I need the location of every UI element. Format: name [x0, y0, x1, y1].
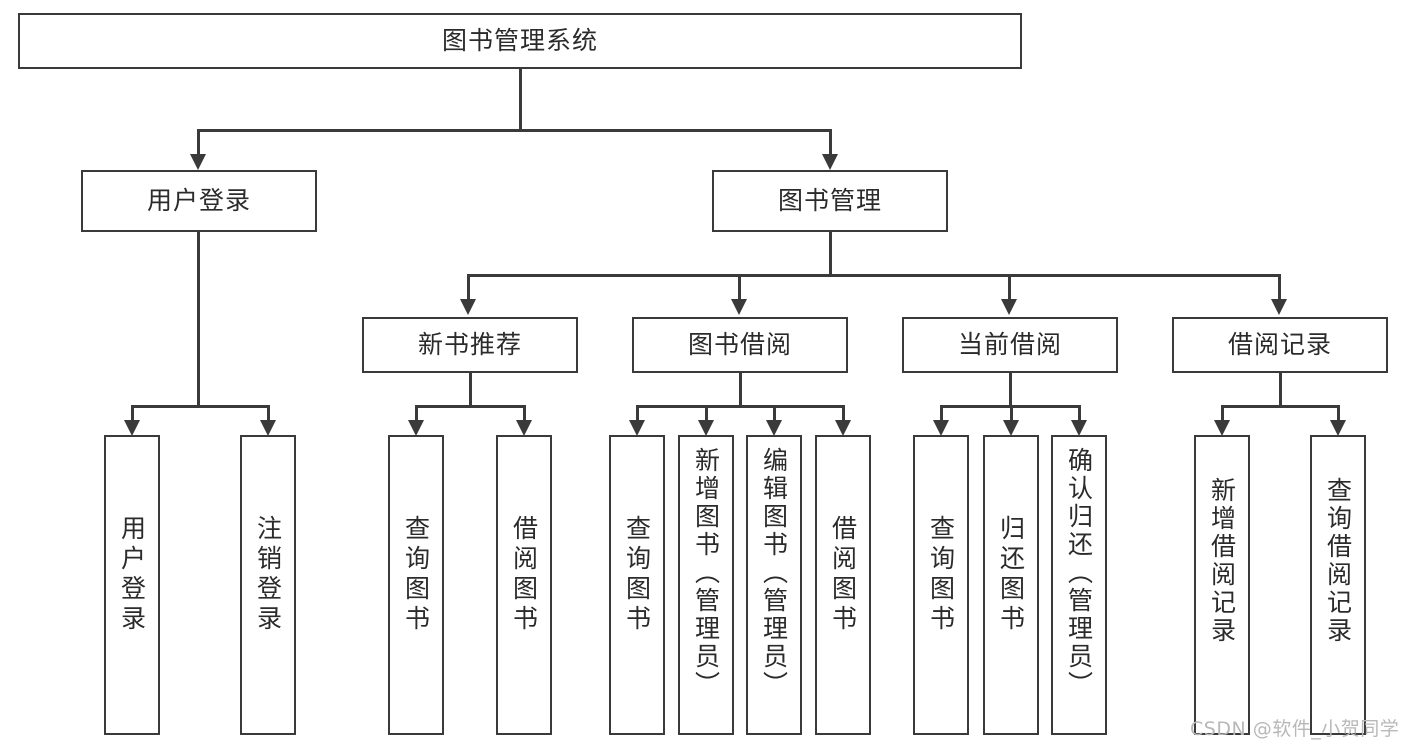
- arrow-l3-0: [460, 299, 476, 315]
- arrow-leaf-user-login-0: [124, 420, 140, 436]
- connector-bus-user-login: [131, 405, 269, 408]
- leaf-user-login-logout[interactable]: 注销登录: [240, 435, 296, 735]
- node-label: 编辑图书（管理员）: [759, 447, 789, 699]
- connector-bus-borrow-record: [1221, 405, 1339, 408]
- leaf-new-book-query[interactable]: 查询图书: [388, 435, 444, 735]
- connector-drop-leaf-user-login-1: [267, 405, 270, 431]
- arrow-cb-2: [1071, 420, 1087, 436]
- leaf-new-book-borrow[interactable]: 借阅图书: [496, 435, 552, 735]
- connector-drop-user-login: [197, 129, 200, 157]
- connector-drop-bb-2: [773, 405, 776, 431]
- connector-drop-br-1: [1337, 405, 1340, 431]
- connector-drop-bb-1: [705, 405, 708, 431]
- node-label: 借阅图书: [828, 515, 858, 635]
- leaf-current-borrow-confirm[interactable]: 确认归还（管理员）: [1051, 435, 1107, 735]
- node-user-login[interactable]: 用户登录: [81, 170, 317, 232]
- connector-root-stem: [519, 69, 522, 129]
- arrow-l3-2: [1001, 299, 1017, 315]
- node-label: 归还图书: [996, 515, 1026, 635]
- connector-bus-book-management: [467, 274, 1280, 277]
- leaf-book-borrow-query[interactable]: 查询图书: [609, 435, 665, 735]
- node-label: 当前借阅: [957, 329, 1062, 359]
- node-label: 查询图书: [926, 515, 956, 635]
- arrow-leaf-user-login-1: [260, 420, 276, 436]
- node-label: 用户登录: [117, 515, 147, 635]
- connector-stem-book-management: [829, 232, 832, 274]
- arrow-cb-1: [1003, 420, 1019, 436]
- node-label: 图书管理系统: [441, 25, 598, 55]
- csdn-watermark: CSDN @软件_小贺同学: [1190, 714, 1399, 741]
- watermark-text: CSDN @软件_小贺同学: [1190, 718, 1400, 740]
- node-label: 借阅记录: [1227, 329, 1332, 359]
- node-label: 图书借阅: [687, 329, 792, 359]
- arrow-nbr-1: [516, 420, 532, 436]
- connector-drop-cb-2: [1078, 405, 1081, 431]
- leaf-book-borrow-edit[interactable]: 编辑图书（管理员）: [746, 435, 802, 735]
- connector-drop-l3-2: [1008, 274, 1011, 302]
- leaf-borrow-record-query[interactable]: 查询借阅记录: [1310, 435, 1366, 735]
- leaf-user-login-login[interactable]: 用户登录: [104, 435, 160, 735]
- node-label: 确认归还（管理员）: [1064, 447, 1094, 699]
- connector-stem-book-borrow: [739, 373, 742, 405]
- arrow-bb-3: [835, 420, 851, 436]
- node-label: 用户登录: [146, 185, 251, 215]
- leaf-book-borrow-add[interactable]: 新增图书（管理员）: [678, 435, 734, 735]
- arrow-user-login: [190, 154, 206, 170]
- node-label: 新增借阅记录: [1207, 477, 1237, 645]
- node-label: 图书管理: [777, 185, 882, 215]
- node-book-borrow[interactable]: 图书借阅: [632, 317, 848, 373]
- connector-stem-current-borrow: [1009, 373, 1012, 405]
- connector-bus-book-borrow: [636, 405, 844, 408]
- connector-drop-cb-0: [940, 405, 943, 431]
- node-label: 借阅图书: [509, 515, 539, 635]
- node-label: 注销登录: [253, 515, 283, 635]
- connector-drop-l3-0: [467, 274, 470, 302]
- arrow-bb-2: [766, 420, 782, 436]
- arrow-nbr-0: [408, 420, 424, 436]
- connector-drop-l3-1: [738, 274, 741, 302]
- node-current-borrow[interactable]: 当前借阅: [902, 317, 1118, 373]
- leaf-borrow-record-add[interactable]: 新增借阅记录: [1194, 435, 1250, 735]
- arrow-bb-0: [629, 420, 645, 436]
- connector-stem-borrow-record: [1279, 373, 1282, 405]
- arrow-book-manage: [822, 154, 838, 170]
- leaf-current-borrow-return[interactable]: 归还图书: [983, 435, 1039, 735]
- arrow-br-0: [1214, 420, 1230, 436]
- connector-drop-br-0: [1221, 405, 1224, 431]
- connector-drop-bb-0: [636, 405, 639, 431]
- connector-drop-leaf-user-login-0: [131, 405, 134, 431]
- connector-drop-bb-3: [842, 405, 845, 431]
- arrow-bb-1: [698, 420, 714, 436]
- arrow-l3-1: [731, 299, 747, 315]
- node-label: 查询图书: [401, 515, 431, 635]
- node-borrow-record[interactable]: 借阅记录: [1172, 317, 1388, 373]
- leaf-book-borrow-borrow[interactable]: 借阅图书: [815, 435, 871, 735]
- node-book-management[interactable]: 图书管理: [712, 170, 948, 232]
- node-label: 新书推荐: [417, 329, 522, 359]
- connector-stem-new-book-recommend: [469, 373, 472, 405]
- node-label: 新增图书（管理员）: [691, 447, 721, 699]
- connector-drop-book-manage: [829, 129, 832, 157]
- connector-stem-user-login: [197, 232, 200, 405]
- node-label: 查询借阅记录: [1323, 477, 1353, 645]
- connector-bus-new-book-recommend: [415, 405, 525, 408]
- leaf-current-borrow-query[interactable]: 查询图书: [913, 435, 969, 735]
- node-label: 查询图书: [622, 515, 652, 635]
- connector-drop-nbr-1: [523, 405, 526, 431]
- connector-drop-l3-3: [1278, 274, 1281, 302]
- arrow-cb-0: [933, 420, 949, 436]
- connector-drop-nbr-0: [415, 405, 418, 431]
- connector-drop-cb-1: [1010, 405, 1013, 431]
- node-new-book-recommend[interactable]: 新书推荐: [362, 317, 578, 373]
- node-root-system[interactable]: 图书管理系统: [18, 13, 1022, 69]
- connector-root-bus: [197, 129, 831, 132]
- arrow-l3-3: [1271, 299, 1287, 315]
- arrow-br-1: [1330, 420, 1346, 436]
